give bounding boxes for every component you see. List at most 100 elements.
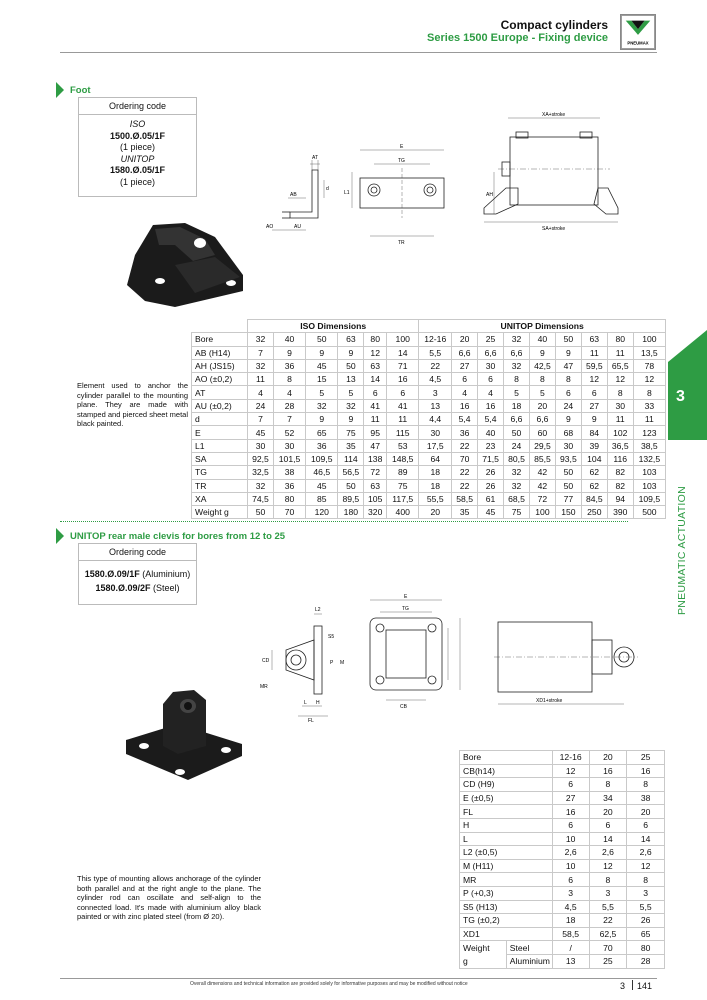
table-cell: 114 (337, 451, 365, 467)
table-cell: 12 (632, 372, 667, 387)
table-cell: 94 (606, 491, 634, 507)
table-cell: 24 (503, 438, 530, 453)
table-cell: 80 (606, 332, 634, 347)
weight-label: Weight (459, 940, 507, 955)
table-cell: 5,4 (477, 412, 505, 427)
table-cell: 6 (363, 385, 388, 400)
table-cell: 22 (418, 358, 453, 374)
table-cell: 12 (626, 858, 665, 874)
table-cell: 105 (363, 491, 388, 507)
table-cell: 62 (580, 478, 608, 493)
pneumax-logo: PNEUMAX (620, 14, 656, 50)
iso-qty: (1 piece) (119, 142, 155, 152)
table-cell: 6,6 (503, 412, 530, 427)
clevis-front-drawing: E TG CB (369, 594, 461, 710)
table-cell: 38 (272, 465, 307, 480)
table-cell: 109,5 (632, 491, 667, 507)
table-cell: 5 (337, 385, 365, 400)
table-cell: 150 (554, 505, 582, 520)
table-cell: 8 (554, 372, 582, 387)
table-cell: 40 (477, 425, 505, 440)
table-cell: 42 (528, 465, 556, 480)
row-label: XD1 (459, 926, 553, 942)
table-cell: 9 (305, 412, 339, 427)
table-cell: 18 (503, 398, 530, 414)
table-cell: 50 (305, 332, 339, 347)
table-cell: 75 (337, 425, 365, 440)
table-cell: 9 (580, 412, 608, 427)
table-cell: 62,5 (588, 926, 628, 942)
dim-label-ab: AB (290, 192, 297, 198)
table-cell: 20 (418, 505, 453, 520)
table-cell: 95 (363, 425, 388, 440)
table-cell: 9 (305, 345, 339, 360)
row-label: FL (459, 804, 553, 819)
dim-label-e: E (400, 144, 404, 150)
table-cell: 82 (606, 478, 634, 493)
row-label: TG (191, 465, 248, 480)
table-cell: 6 (451, 372, 479, 387)
table-cell: 32 (503, 478, 530, 493)
dim-label-l1: L1 (344, 190, 350, 196)
table-cell: 32,5 (247, 465, 274, 480)
table-cell: 16 (386, 372, 420, 387)
table-cell: 50 (337, 478, 365, 493)
table-cell: 11 (606, 345, 634, 360)
table-cell: 14 (363, 372, 388, 387)
steel-label: Steel (505, 940, 553, 955)
table-cell: 71 (386, 358, 420, 374)
row-label: L1 (191, 438, 248, 453)
table-cell: 30 (418, 425, 453, 440)
table-cell: 29,5 (528, 438, 556, 453)
footer-divider (60, 978, 657, 979)
table-cell: 50 (337, 358, 365, 374)
table-cell: 7 (247, 412, 274, 427)
table-cell: 74,5 (247, 491, 274, 507)
footer-note: Overall dimensions and technical informa… (190, 981, 468, 987)
table-cell: 9 (528, 345, 556, 360)
table-cell: 36 (272, 358, 307, 374)
table-cell: 2,6 (626, 845, 665, 860)
table-cell: 20 (451, 332, 479, 347)
table-cell: 32 (247, 358, 274, 374)
table-cell: 103 (632, 465, 667, 480)
chapter-label-text: PNEUMATIC ACTUATION (676, 486, 688, 615)
table-cell: 8 (626, 872, 665, 887)
iso-dimensions-header: ISO Dimensions (246, 318, 420, 334)
table-cell: 33 (632, 398, 667, 414)
table-cell: 32 (247, 478, 274, 493)
table-cell: 84 (580, 425, 608, 440)
table-cell: 17,5 (418, 438, 453, 453)
table-cell: 71,5 (477, 451, 505, 467)
table-cell: 23 (477, 438, 505, 453)
table-cell: 70 (588, 940, 628, 955)
table-cell: 11 (386, 412, 420, 427)
row-label: SA (191, 451, 248, 467)
table-cell: 63 (580, 332, 608, 347)
dim-label-mr: MR (260, 684, 268, 690)
dim-label-p: P (330, 660, 334, 666)
table-cell: 5 (503, 385, 530, 400)
table-cell: 34 (588, 790, 628, 806)
table-cell: 50 (554, 332, 582, 347)
table-cell: 40 (528, 332, 556, 347)
clevis-code-aluminium: 1580.Ø.09/1F (84, 569, 140, 579)
table-cell: 30 (477, 358, 505, 374)
footer-chapter: 3 (620, 981, 626, 991)
table-cell: 12 (551, 763, 590, 779)
table-corner (191, 319, 248, 334)
row-label: CD (H9) (459, 777, 553, 792)
table-cell: 58,5 (451, 491, 479, 507)
table-cell: 2,6 (588, 845, 628, 860)
table-cell: 2,6 (551, 845, 590, 860)
row-label: Bore (191, 332, 248, 347)
table-cell: 4 (477, 385, 505, 400)
table-cell: 22 (451, 438, 479, 453)
table-cell: 22 (451, 465, 479, 480)
